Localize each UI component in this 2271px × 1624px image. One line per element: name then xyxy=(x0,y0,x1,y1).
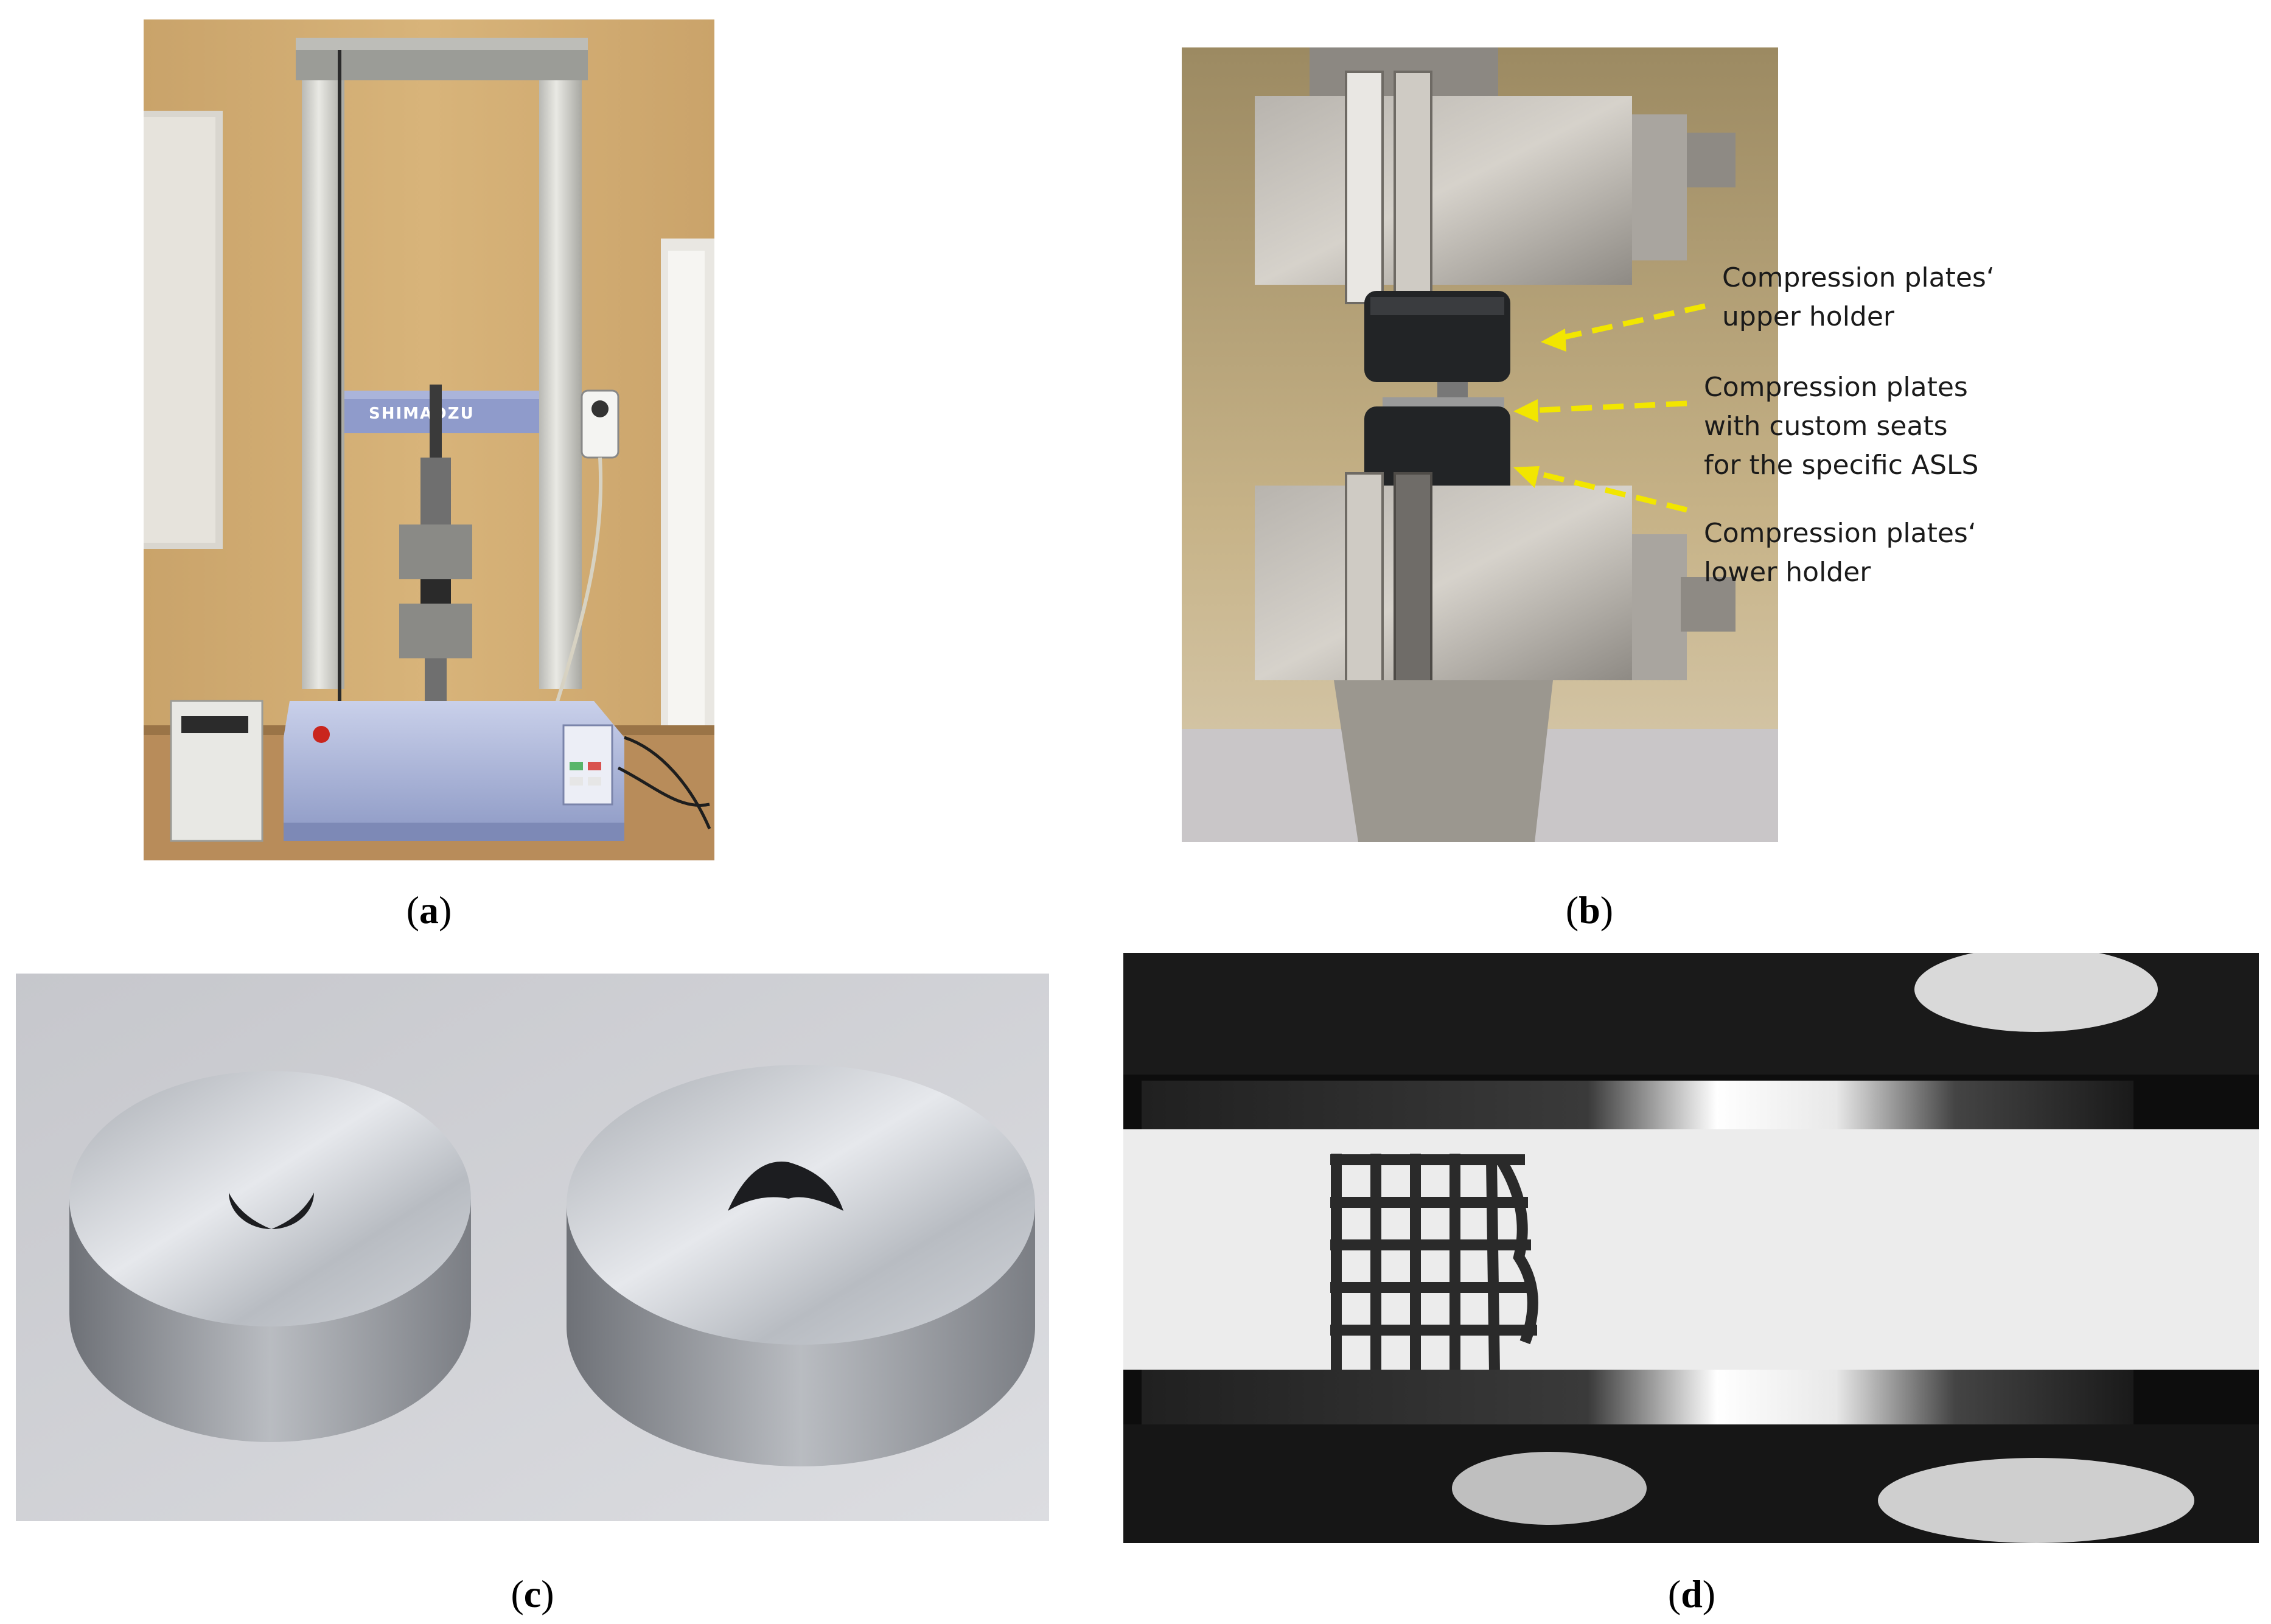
photo-lattice-compression xyxy=(1123,953,2259,1543)
caption-b-label: b xyxy=(1579,888,1600,932)
compression-plates-illustration xyxy=(16,974,1049,1521)
photo-testing-machine: SHIMADZU xyxy=(144,19,714,860)
testing-machine-illustration: SHIMADZU xyxy=(144,19,714,860)
annotation-lower-holder-text: Compression plates‘ lower holder xyxy=(1704,518,1976,588)
caption-a: (a) xyxy=(406,888,452,932)
caption-d: (d) xyxy=(1667,1572,1716,1615)
caption-c: (c) xyxy=(511,1572,554,1615)
compression-grips-illustration: Compression plates‘ upper holder xyxy=(1182,47,1778,842)
annotation-arrow-upper-holder xyxy=(1541,303,1706,352)
caption-d-label: d xyxy=(1681,1572,1703,1615)
photo-compression-plates xyxy=(16,974,1049,1521)
annotation-arrow-custom-seats xyxy=(1513,399,1687,422)
photo-compression-grips: Compression plates‘ upper holder xyxy=(1182,47,1778,842)
annotation-arrow-lower-holder xyxy=(1513,466,1688,513)
caption-c-label: c xyxy=(523,1572,542,1615)
lattice-structure xyxy=(1330,1154,1538,1373)
brand-label: SHIMADZU xyxy=(369,405,475,423)
annotation-upper-holder-text: Compression plates‘ upper holder xyxy=(1722,262,1995,332)
caption-b: (b) xyxy=(1565,888,1614,932)
caption-a-label: a xyxy=(419,888,439,932)
lattice-compression-illustration xyxy=(1123,953,2259,1543)
annotation-custom-seats-text: Compression plates with custom seats for… xyxy=(1704,372,1979,481)
